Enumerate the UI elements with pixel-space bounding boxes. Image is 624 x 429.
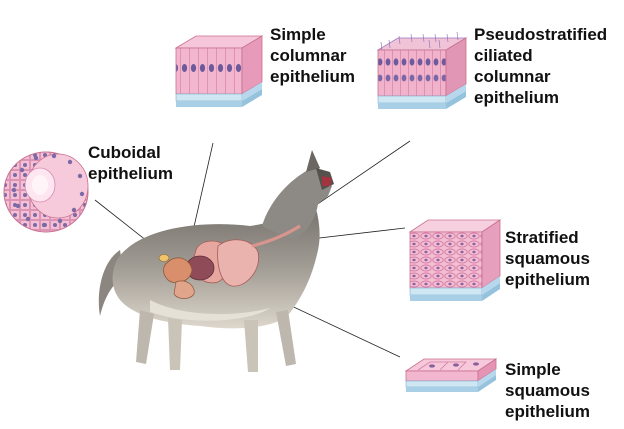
gland — [158, 254, 170, 262]
label-pseudostratified: Pseudostratified ciliated columnar epith… — [474, 24, 607, 108]
label-line: Simple — [270, 25, 326, 44]
label-line: Cuboidal — [88, 143, 161, 162]
label-line: epithelium — [505, 270, 591, 289]
label-line: Pseudostratified — [474, 25, 608, 44]
trachea — [251, 224, 301, 248]
label-line: epithelium — [505, 402, 591, 421]
label-line: squamous — [505, 249, 591, 268]
label-line: epithelium — [88, 164, 174, 183]
lung-right — [217, 239, 260, 287]
simple-columnar-tissue — [174, 35, 264, 107]
label-line: Stratified — [505, 228, 579, 247]
label-line: squamous — [505, 381, 591, 400]
label-line: Simple — [505, 360, 561, 379]
label-line: ciliated — [474, 46, 533, 65]
label-line: epithelium — [270, 67, 356, 86]
simple-squamous-tissue — [404, 358, 498, 392]
cuboidal-tissue — [3, 151, 89, 233]
pseudostratified-tissue — [376, 31, 468, 109]
label-cuboidal: Cuboidal epithelium — [88, 142, 173, 184]
label-line: columnar — [474, 67, 551, 86]
label-line: columnar — [270, 46, 347, 65]
stratified-squamous-tissue — [408, 219, 502, 301]
label-simple-columnar: Simple columnar epithelium — [270, 24, 355, 87]
label-stratified-squamous: Stratified squamous epithelium — [505, 227, 590, 290]
internal-organs — [158, 224, 301, 299]
label-simple-squamous: Simple squamous epithelium — [505, 359, 590, 422]
label-line: epithelium — [474, 88, 560, 107]
intestine — [173, 280, 195, 299]
